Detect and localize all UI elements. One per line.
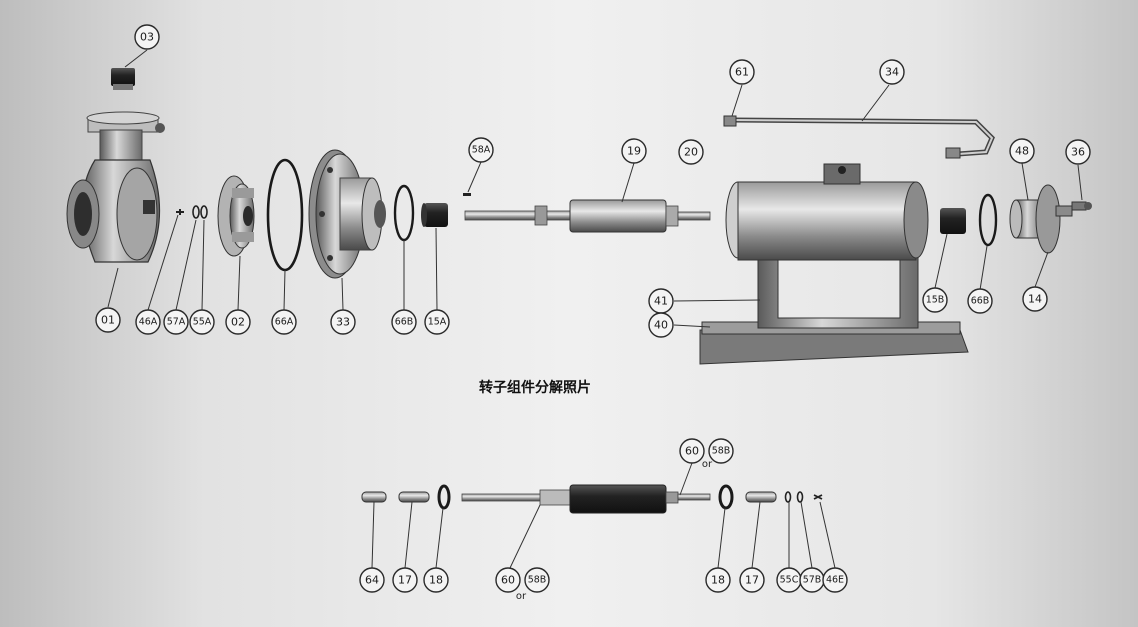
svg-text:66A: 66A bbox=[275, 317, 294, 328]
callout-46A: 46A bbox=[135, 309, 161, 335]
svg-text:58B: 58B bbox=[528, 575, 547, 586]
part-17-right-sleeve bbox=[745, 491, 777, 503]
svg-text:61: 61 bbox=[735, 66, 749, 79]
callout-14: 14 bbox=[1022, 286, 1048, 312]
part-58A-key bbox=[463, 193, 471, 196]
svg-text:58A: 58A bbox=[472, 145, 491, 156]
callout-34: 34 bbox=[879, 59, 905, 85]
callout-01: 01 bbox=[95, 307, 121, 333]
svg-text:57B: 57B bbox=[803, 575, 822, 586]
svg-text:33: 33 bbox=[336, 316, 350, 329]
callout-66A: 66A bbox=[271, 309, 297, 335]
part-61-fitting bbox=[723, 115, 737, 127]
part-66B-left-ring bbox=[393, 184, 415, 242]
callout-36: 36 bbox=[1065, 139, 1091, 165]
callout-61: 61 bbox=[729, 59, 755, 85]
part-02-impeller bbox=[217, 175, 255, 257]
part-41-bearing-bracket bbox=[725, 163, 929, 329]
part-17-left-sleeve bbox=[398, 491, 430, 503]
svg-text:60: 60 bbox=[685, 445, 699, 458]
leader-lines bbox=[107, 49, 1083, 328]
svg-text:17: 17 bbox=[745, 574, 759, 587]
part-15A-bearing bbox=[421, 203, 448, 227]
callout-02: 02 bbox=[225, 309, 251, 335]
svg-text:55C: 55C bbox=[780, 575, 799, 586]
part-66B-right-ring bbox=[978, 193, 998, 247]
part-18-left-washer bbox=[437, 484, 451, 510]
callout-57B: 57B bbox=[799, 567, 825, 593]
svg-text:40: 40 bbox=[654, 319, 668, 332]
callout-58B-top: 58B bbox=[708, 438, 734, 464]
callout-17-right: 17 bbox=[739, 567, 765, 593]
svg-text:58B: 58B bbox=[712, 446, 731, 457]
svg-text:20: 20 bbox=[684, 146, 698, 159]
svg-text:66B: 66B bbox=[395, 317, 414, 328]
callout-15B: 15B bbox=[922, 287, 948, 313]
svg-text:60: 60 bbox=[501, 574, 515, 587]
or-label-top: or bbox=[702, 459, 713, 470]
callout-15A: 15A bbox=[424, 309, 450, 335]
part-18-right-washer bbox=[718, 484, 734, 510]
callout-17-left: 17 bbox=[392, 567, 418, 593]
part-34-pipe bbox=[731, 117, 995, 159]
callout-19: 19 bbox=[621, 138, 647, 164]
part-46A-57A-55A-small-parts bbox=[176, 205, 208, 219]
callout-41: 41 bbox=[648, 288, 674, 314]
callout-64: 64 bbox=[359, 567, 385, 593]
callout-48: 48 bbox=[1009, 138, 1035, 164]
or-label-bottom: or bbox=[516, 591, 527, 602]
svg-text:48: 48 bbox=[1015, 145, 1029, 158]
part-55C-57B-46E-small-parts bbox=[784, 491, 823, 503]
svg-text:57A: 57A bbox=[167, 317, 186, 328]
callout-66B-left: 66B bbox=[391, 309, 417, 335]
svg-text:01: 01 bbox=[101, 314, 115, 327]
svg-text:02: 02 bbox=[231, 316, 245, 329]
svg-text:34: 34 bbox=[885, 66, 899, 79]
svg-text:15B: 15B bbox=[926, 295, 945, 306]
svg-text:18: 18 bbox=[711, 574, 725, 587]
callout-55A: 55A bbox=[189, 309, 215, 335]
svg-text:19: 19 bbox=[627, 145, 641, 158]
svg-text:18: 18 bbox=[429, 574, 443, 587]
leader-lines-bottom bbox=[371, 462, 836, 569]
callout-18-right: 18 bbox=[705, 567, 731, 593]
part-03-plug bbox=[111, 68, 135, 90]
part-60-shaft-assembly bbox=[461, 484, 711, 514]
callout-40: 40 bbox=[648, 312, 674, 338]
callout-55C: 55C bbox=[776, 567, 802, 593]
svg-text:36: 36 bbox=[1071, 146, 1085, 159]
callout-58B-bottom: 58B bbox=[524, 567, 550, 593]
callout-60-bottom: 60 bbox=[495, 567, 521, 593]
part-36-bolt bbox=[1071, 201, 1092, 211]
svg-text:55A: 55A bbox=[193, 317, 212, 328]
svg-text:64: 64 bbox=[365, 574, 379, 587]
svg-text:66B: 66B bbox=[971, 296, 990, 307]
part-01-casing bbox=[66, 111, 165, 263]
svg-text:17: 17 bbox=[398, 574, 412, 587]
callout-03: 03 bbox=[134, 24, 160, 50]
part-15B-bearing bbox=[940, 208, 966, 234]
callout-18-left: 18 bbox=[423, 567, 449, 593]
svg-text:03: 03 bbox=[140, 31, 154, 44]
callout-20: 20 bbox=[678, 139, 704, 165]
part-66A-o-ring bbox=[266, 158, 304, 272]
part-33-casing-cover bbox=[308, 149, 386, 279]
callout-60-top: 60 bbox=[679, 438, 705, 464]
part-19-shaft bbox=[464, 199, 711, 233]
callout-57A: 57A bbox=[163, 309, 189, 335]
callout-33: 33 bbox=[330, 309, 356, 335]
callout-66B-right: 66B bbox=[967, 288, 993, 314]
svg-text:46A: 46A bbox=[139, 317, 158, 328]
svg-text:46E: 46E bbox=[826, 575, 844, 586]
svg-text:15A: 15A bbox=[428, 317, 447, 328]
part-14-bearing-cover bbox=[1009, 184, 1073, 254]
part-64-sleeve bbox=[361, 491, 387, 503]
svg-text:41: 41 bbox=[654, 295, 668, 308]
callout-58A: 58A bbox=[468, 137, 494, 163]
callout-46E: 46E bbox=[822, 567, 848, 593]
diagram-caption: 转子组件分解照片 bbox=[479, 379, 591, 396]
svg-text:14: 14 bbox=[1028, 293, 1042, 306]
